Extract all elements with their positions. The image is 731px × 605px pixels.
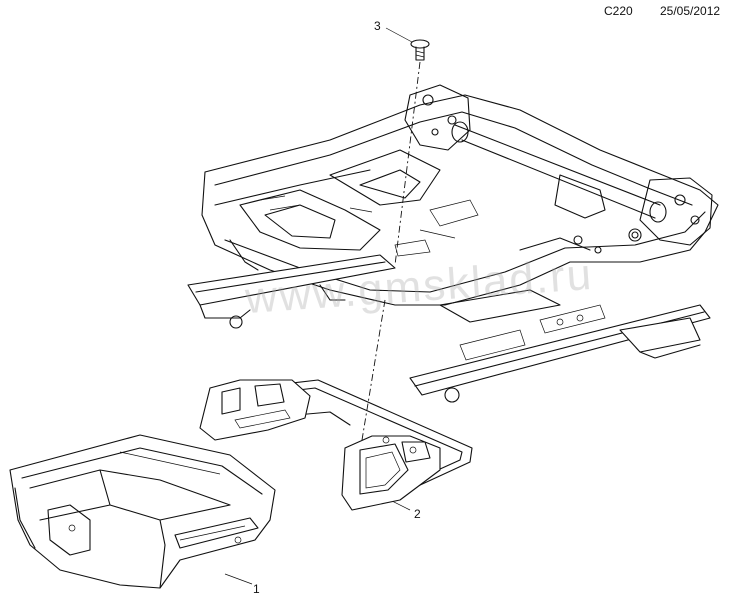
bolt: [410, 39, 430, 61]
diagram-date: 25/05/2012: [660, 4, 721, 18]
seat-frame: [201, 84, 719, 306]
callout-seat-pan: 1: [253, 582, 260, 596]
callout-bolt: 3: [374, 19, 381, 33]
bracket-wire-frame: [199, 379, 473, 511]
seat-pan: [9, 434, 276, 589]
seat-rails: [187, 254, 711, 403]
leader-lines: [224, 27, 421, 585]
diagram-code: C220: [604, 4, 633, 18]
callout-bracket: 2: [414, 507, 421, 521]
